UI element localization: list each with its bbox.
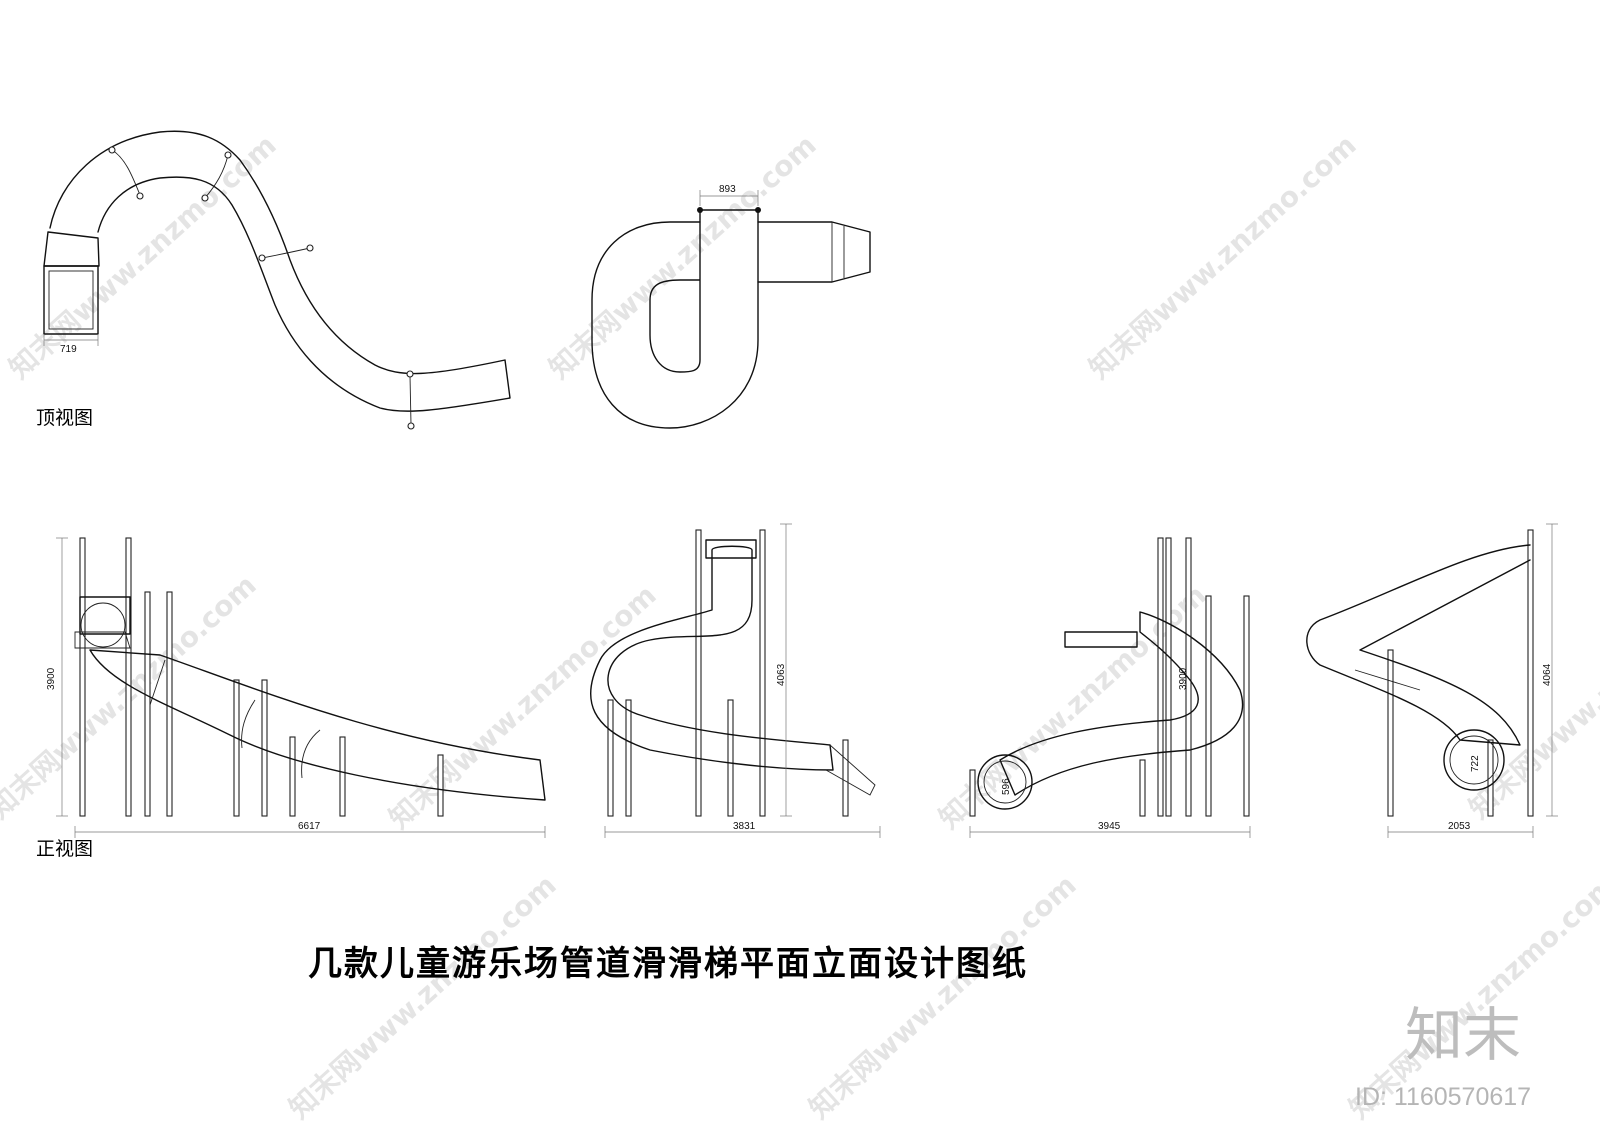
tube-joint [149, 659, 166, 706]
support-post [1205, 595, 1212, 817]
dimension-label: 719 [60, 344, 77, 355]
slide-inner-edge [1354, 669, 1421, 691]
entry-platform-box [79, 596, 131, 635]
entry-rail [705, 539, 757, 559]
watermark-text: 知末网www.znzmo.com [383, 578, 663, 835]
side-platform [1064, 631, 1138, 648]
watermark-text: 知末网www.znzmo.com [803, 868, 1083, 1125]
support-post [1185, 537, 1192, 817]
exit-arm [757, 221, 871, 283]
slide-tube-outline [49, 130, 511, 412]
front-view-4: 722 4064 2053 [1306, 523, 1558, 838]
drawing-title: 几款儿童游乐场管道滑滑梯平面立面设计图纸 [308, 944, 1028, 984]
front-view-label: 正视图 [36, 838, 93, 860]
loop-outer [591, 209, 759, 429]
entry-box-inner [48, 270, 94, 330]
tube-joint [111, 149, 141, 196]
top-view-label: 顶视图 [36, 407, 93, 429]
tube-joint [204, 154, 229, 199]
slide-tube [590, 545, 834, 771]
watermark-logo: 知末 [1405, 1001, 1521, 1069]
support-post [437, 754, 444, 817]
tube-joint [241, 699, 256, 749]
joint-bolt [258, 254, 266, 262]
entry-post [755, 207, 761, 213]
tube-diameter-label: 722 [1470, 755, 1481, 772]
support-post [727, 699, 734, 817]
dimension-label: 2053 [1448, 821, 1471, 832]
dimension-label: 4064 [1542, 663, 1553, 686]
joint-bolt [108, 146, 116, 154]
support-post [969, 769, 976, 817]
support-post [79, 537, 86, 817]
support-post [1165, 537, 1172, 817]
tube-joint [409, 375, 412, 425]
dimension-label: 3900 [1178, 667, 1189, 690]
slide-tube [999, 611, 1244, 796]
entry-collar [43, 231, 100, 267]
entry-post [697, 207, 703, 213]
support-post [1157, 537, 1164, 817]
support-post [625, 699, 632, 817]
watermark-id: ID: 1160570617 [1355, 1083, 1531, 1111]
support-post [125, 537, 132, 817]
support-post [842, 739, 849, 817]
dimension-label: 3945 [1098, 821, 1121, 832]
slide-tube [1306, 544, 1531, 746]
top-view-1: 719 [43, 130, 511, 430]
support-post [339, 736, 346, 817]
support-post [1387, 649, 1394, 817]
top-view-2: 893 [591, 184, 871, 429]
joint-bolt [306, 244, 314, 252]
watermark-text: 知末网www.znzmo.com [543, 128, 823, 385]
dimension-label: 3831 [733, 821, 756, 832]
watermark-text: 知末网www.znzmo.com [283, 868, 563, 1125]
support-post [166, 591, 173, 817]
entry-rim [74, 631, 131, 649]
entry-hole [80, 602, 126, 648]
support-post [1243, 595, 1250, 817]
joint-bolt [406, 370, 414, 378]
front-view-3: 596 3900 3945 [969, 537, 1251, 838]
joint-bolt [201, 194, 209, 202]
slide-tube [89, 649, 546, 801]
dimension-label: 6617 [298, 821, 321, 832]
front-view-1: 3900 6617 [46, 537, 546, 838]
support-post [1527, 529, 1534, 817]
watermark-text: 知末网www.znzmo.com [1083, 128, 1363, 385]
support-post [289, 736, 296, 817]
exit-opening-inner [1449, 735, 1499, 785]
dimension-label: 4063 [776, 663, 787, 686]
exit-opening [977, 754, 1033, 810]
support-post [695, 529, 702, 817]
front-view-2: 4063 3831 [590, 523, 881, 838]
support-post [759, 529, 766, 817]
tube-joint [261, 247, 311, 259]
support-post [607, 699, 614, 817]
tube-diameter-label: 596 [1001, 778, 1012, 795]
joint-bolt [407, 422, 415, 430]
joint-bolt [224, 151, 232, 159]
dimension-label: 3900 [46, 667, 57, 690]
support-post [144, 591, 151, 817]
tube-joint [301, 729, 321, 779]
exit-opening-inner [983, 760, 1027, 804]
joint-bolt [136, 192, 144, 200]
exit-opening [1443, 729, 1505, 791]
support-post [233, 679, 240, 817]
support-post [261, 679, 268, 817]
exit-chute [825, 744, 876, 796]
support-post [1139, 759, 1146, 817]
loop-inner [649, 209, 701, 373]
dimension-label: 893 [719, 184, 736, 195]
